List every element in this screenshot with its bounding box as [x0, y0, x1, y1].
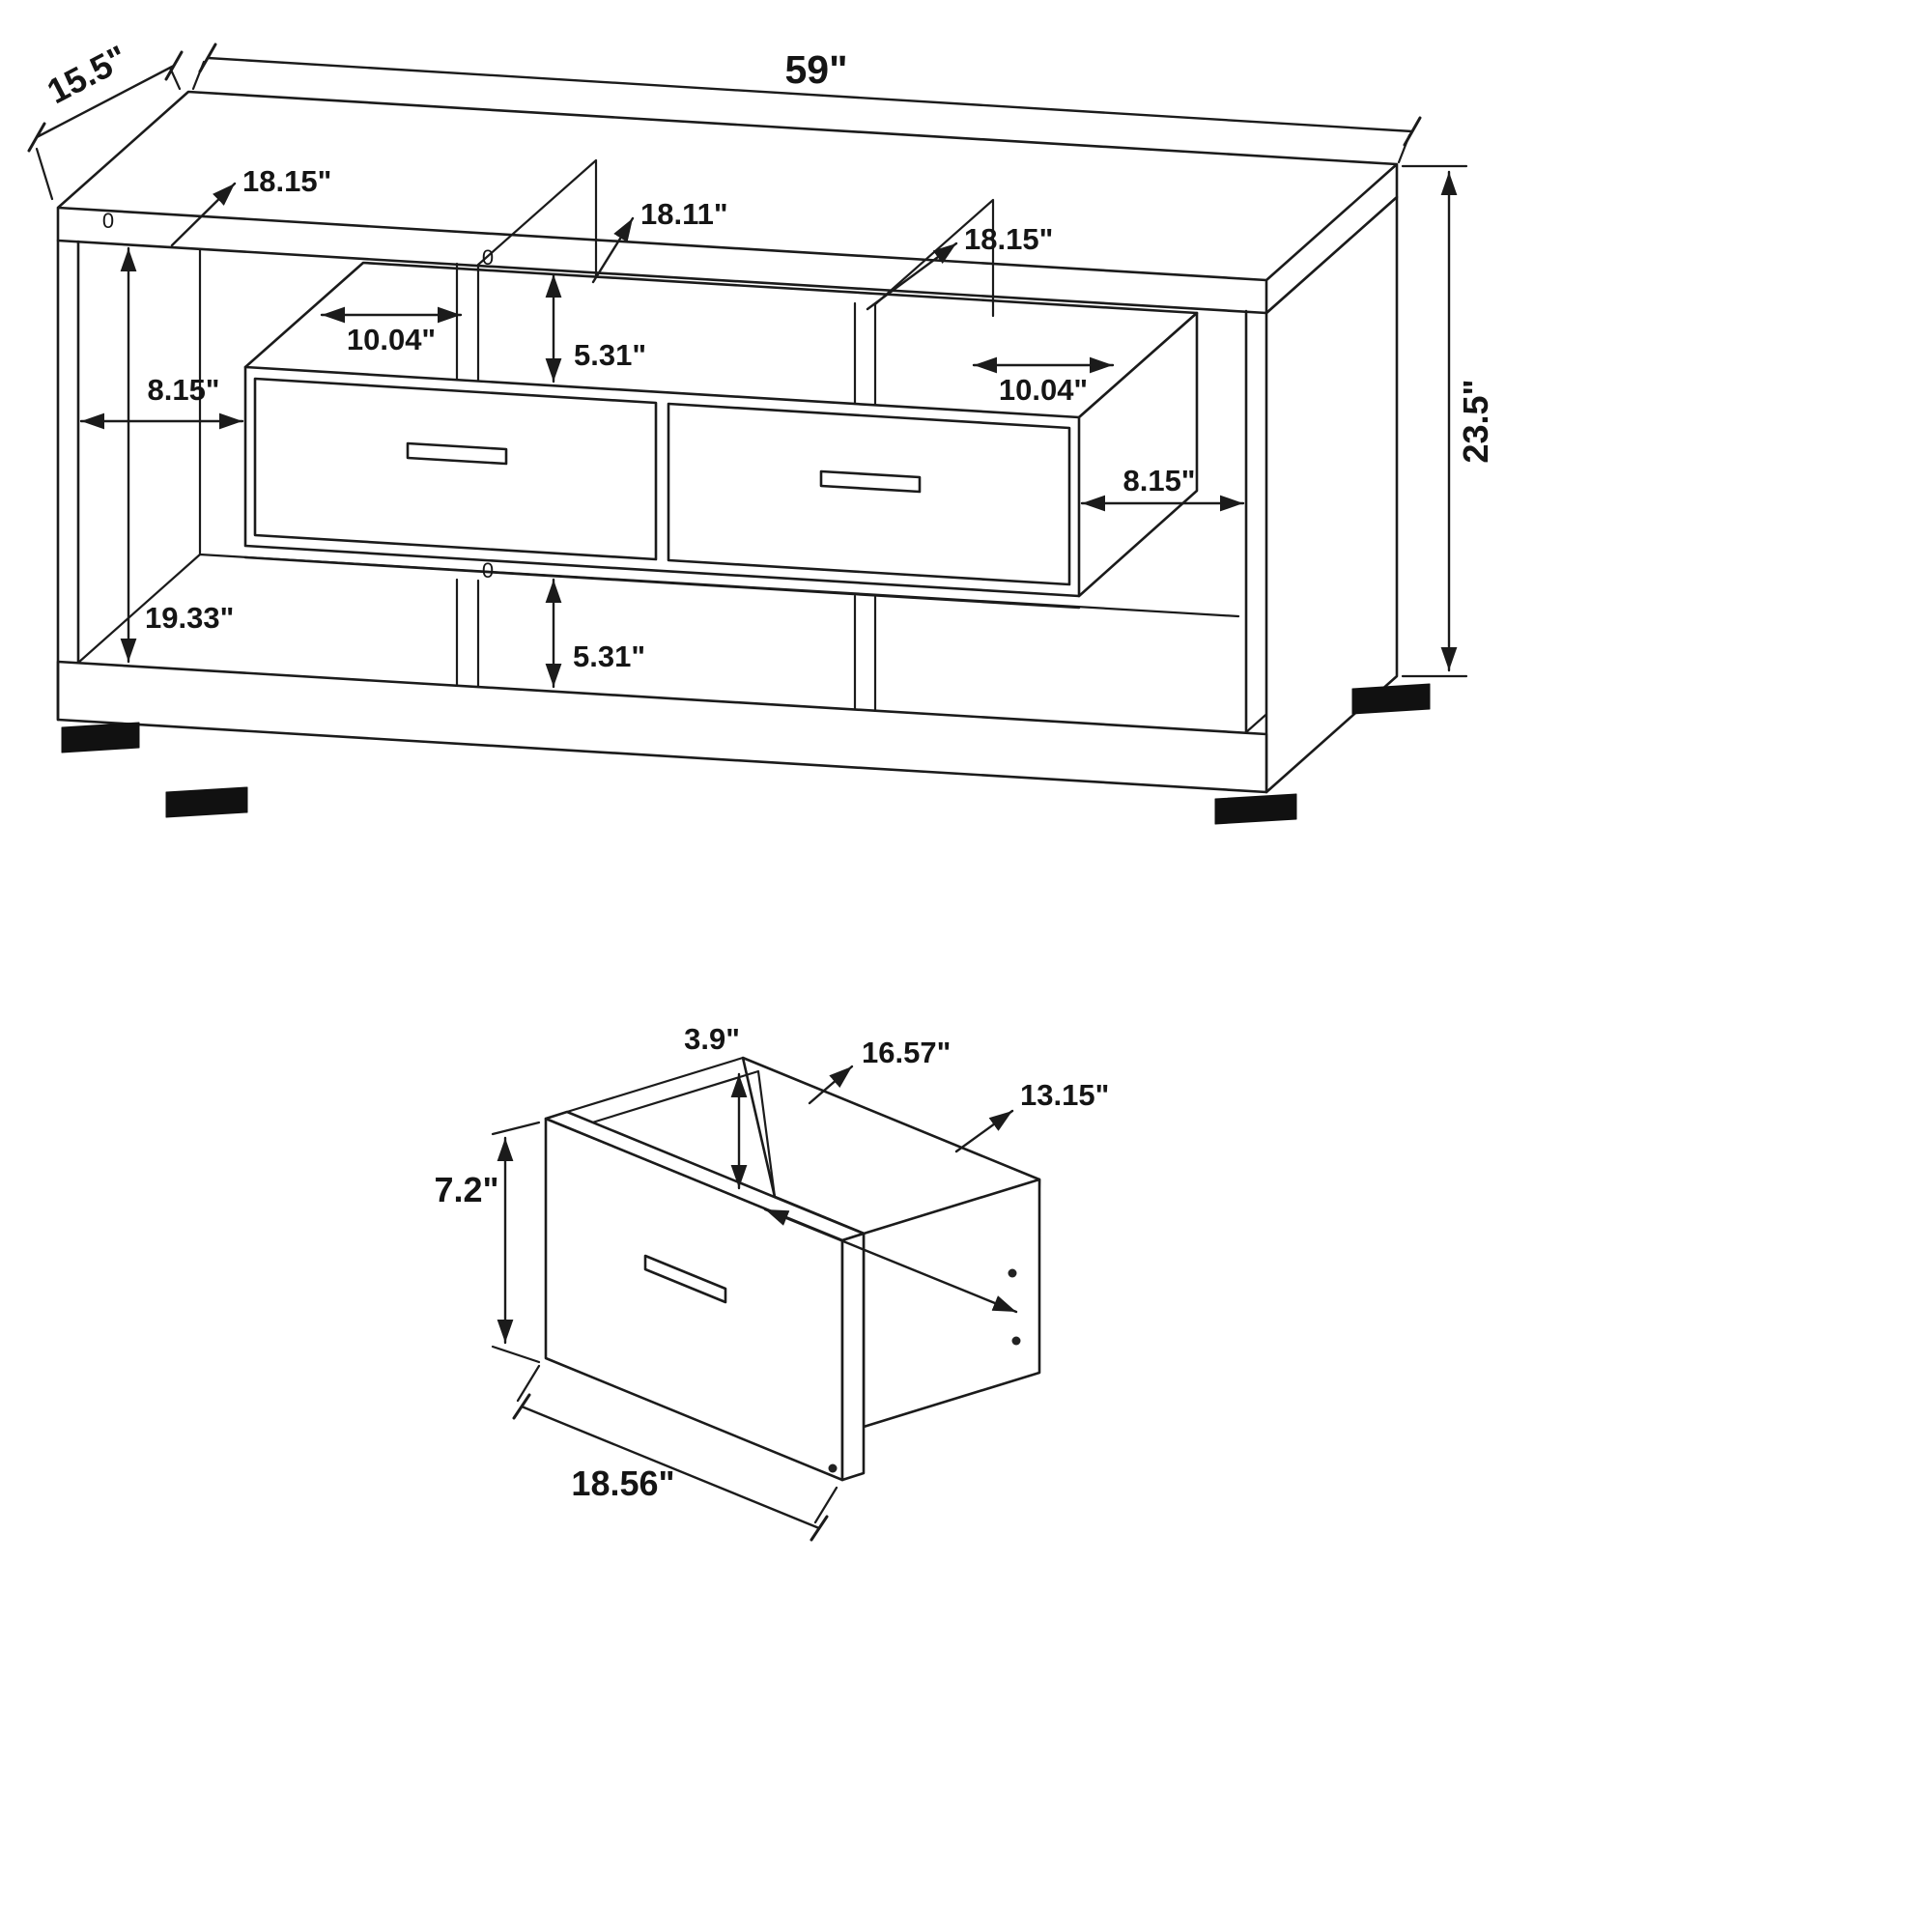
dim-drawer-width: 18.56" — [512, 1364, 838, 1542]
drawer-screw-2 — [1011, 1336, 1021, 1346]
drawer-screw-1 — [1008, 1268, 1017, 1278]
dim-lower-cubby-label: 5.31" — [573, 639, 645, 673]
dim-height-label: 23.5" — [1456, 379, 1495, 463]
console-foot-front-right — [1214, 793, 1297, 825]
stray-zero-a: 0 — [102, 209, 114, 233]
dim-console-width: 59" — [191, 43, 1422, 164]
drawer-left-wall — [565, 1056, 777, 1199]
dim-left-shelf-label: 10.04" — [347, 323, 436, 356]
left-drawer-front — [253, 377, 658, 561]
dim-left-shelf: 10.04" — [320, 306, 463, 356]
console-panel-edges — [56, 239, 1248, 734]
console-top-slab — [56, 90, 1399, 315]
dim-upper-cubby: 5.31" — [545, 272, 646, 384]
dim-drawer-interior-height: 3.9" — [684, 1022, 748, 1190]
right-drawer-handle — [819, 469, 922, 494]
dim-right-shelf-label: 10.04" — [999, 373, 1088, 407]
dim-right-shelf: 10.04" — [972, 356, 1115, 407]
dim-lower-cubby: 5.31" — [545, 578, 645, 689]
drawer-handle — [643, 1254, 727, 1304]
dim-drawer-width-label: 18.56" — [571, 1463, 674, 1503]
dim-right-section: 18.15" — [866, 222, 1053, 311]
dim-middle-section-label: 18.11" — [640, 197, 728, 231]
console-foot-back-right — [1351, 683, 1431, 715]
console-unit-edges — [243, 365, 1081, 610]
dim-width-label: 59" — [784, 47, 847, 92]
console-foot-front-left — [165, 786, 248, 818]
console-foot-back-left — [61, 722, 140, 753]
console-lower-dividers — [455, 578, 877, 712]
drawer-screw-3 — [828, 1463, 838, 1473]
dim-drawer-interior-depth: 13.15" — [763, 1078, 1109, 1314]
dim-left-height-label: 19.33" — [145, 601, 234, 635]
dim-right-section-label: 18.15" — [964, 222, 1053, 256]
dim-drawer-front-height-label: 7.2" — [434, 1170, 498, 1209]
dim-left-section: 18.15" — [170, 164, 331, 247]
dim-left-opening: 8.15" — [79, 373, 244, 430]
dim-depth-label: 15.5" — [41, 38, 133, 112]
dim-drawer-interior-height-label: 3.9" — [684, 1022, 740, 1056]
dim-left-section-label: 18.15" — [242, 164, 331, 198]
dim-left-height: 19.33" — [120, 246, 234, 664]
dim-upper-cubby-label: 5.31" — [574, 338, 646, 372]
dim-drawer-interior-depth-label: 13.15" — [1020, 1078, 1109, 1112]
drawer-front-side-edge — [840, 1232, 866, 1482]
stray-zero-c: 0 — [482, 558, 494, 582]
console-unit-right-face — [1077, 311, 1199, 598]
drawer-drawing: 3.9" 16.57" 13.15" 7.2" 18.56" — [434, 1022, 1109, 1542]
dim-console-height: 23.5" — [1401, 164, 1495, 678]
dim-right-opening-label: 8.15" — [1122, 464, 1195, 497]
right-drawer-front — [667, 402, 1071, 586]
dim-drawer-interior-width-label: 16.57" — [862, 1036, 951, 1069]
dim-drawer-interior-width: 16.57" — [808, 1036, 951, 1105]
stray-zero-b: 0 — [482, 245, 494, 270]
console-drawing: 15.5" 59" 23.5" 18.15" 18.11" 18.1 — [27, 38, 1495, 825]
left-drawer-handle — [406, 441, 508, 466]
dim-middle-section: 18.11" — [591, 197, 728, 284]
dim-left-opening-label: 8.15" — [147, 373, 219, 407]
dim-drawer-front-height: 7.2" — [434, 1121, 541, 1364]
console-bottom-band — [56, 660, 1268, 794]
dim-right-opening: 8.15" — [1080, 464, 1245, 512]
